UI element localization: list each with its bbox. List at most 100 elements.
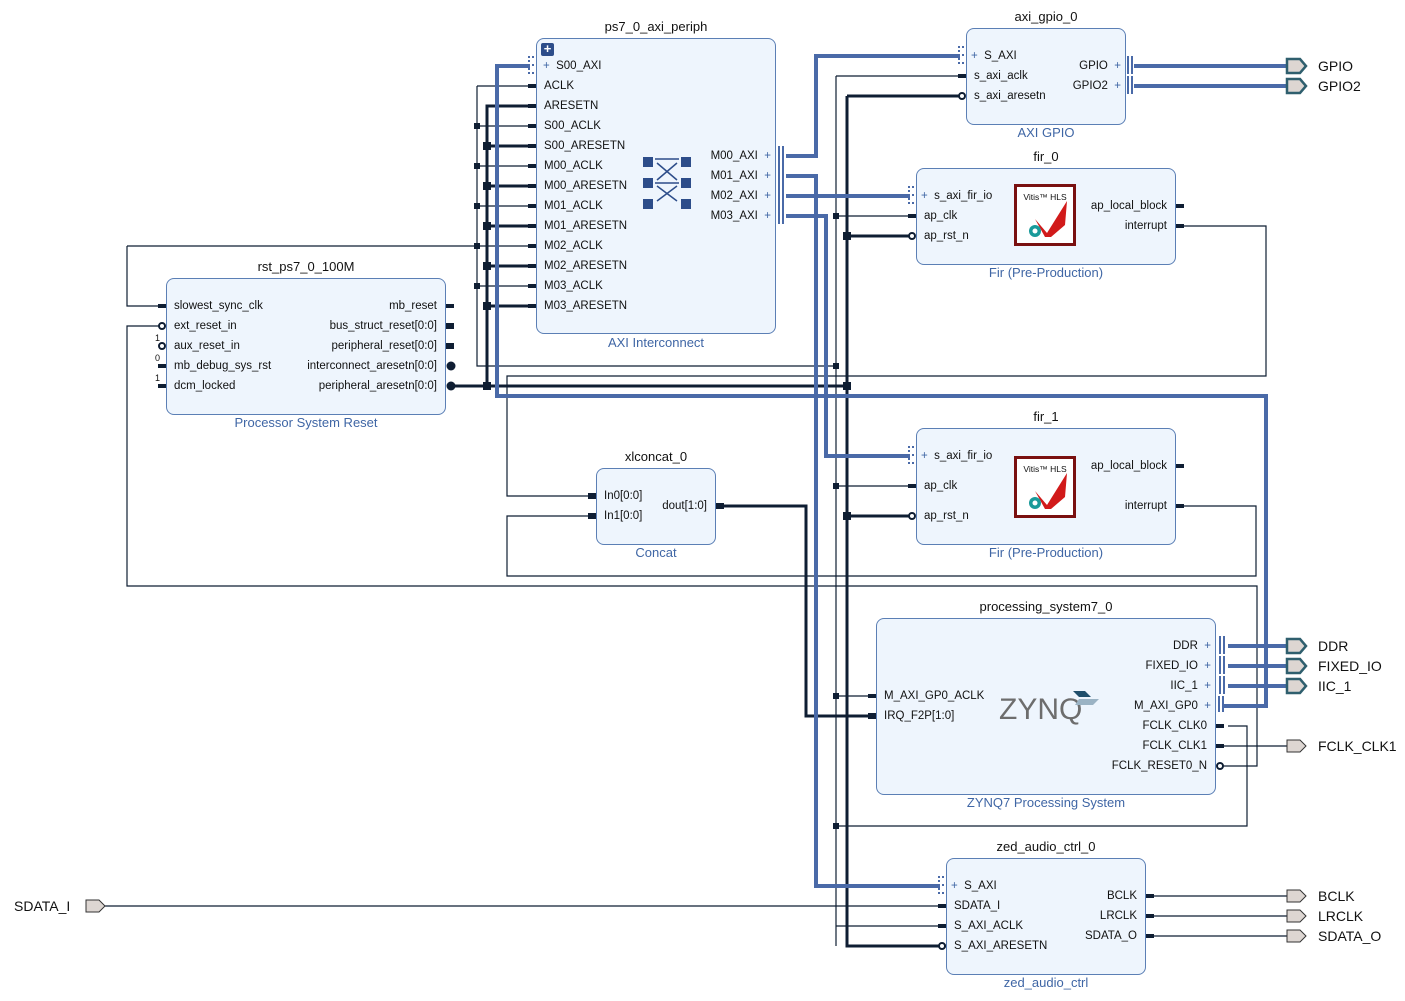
pin-m02-aresetn[interactable]: M02_ARESETN bbox=[544, 260, 628, 272]
pin-m02-aclk[interactable]: M02_ACLK bbox=[544, 240, 603, 252]
pin-s-axi[interactable]: + S_AXI bbox=[951, 880, 997, 892]
pin-dout[interactable]: dout[1:0] bbox=[662, 500, 707, 512]
pin-s-axi-fir-io[interactable]: + s_axi_fir_io bbox=[921, 450, 993, 462]
pin-s00-axi[interactable]: + S00_AXI bbox=[543, 60, 602, 72]
port-shape-ddr[interactable] bbox=[1285, 637, 1308, 655]
pin-s-axi-aresetn[interactable]: S_AXI_ARESETN bbox=[954, 940, 1048, 952]
block-concat[interactable]: In0[0:0] In1[0:0] dout[1:0] bbox=[596, 468, 716, 545]
pin-ddr[interactable]: DDR + bbox=[1172, 640, 1211, 652]
port-fixed-io[interactable]: FIXED_IO bbox=[1318, 658, 1382, 674]
block-fir0[interactable]: + s_axi_fir_io ap_clk ap_rst_n ap_local_… bbox=[916, 168, 1176, 265]
pin-s-axi-fir-io[interactable]: + s_axi_fir_io bbox=[921, 190, 993, 202]
plus-square-icon[interactable]: + bbox=[541, 42, 554, 56]
port-lrclk[interactable]: LRCLK bbox=[1318, 908, 1364, 924]
pin-gpio[interactable]: GPIO + bbox=[1079, 60, 1121, 72]
pin-interconnect-aresetn[interactable]: interconnect_aresetn[0:0] bbox=[307, 360, 437, 372]
block-title-axi-gpio: axi_gpio_0 bbox=[1014, 9, 1078, 24]
pin-s-axi-aclk[interactable]: s_axi_aclk bbox=[974, 70, 1028, 82]
pin-fclk-clk0[interactable]: FCLK_CLK0 bbox=[1142, 720, 1207, 732]
pin-sdata-o[interactable]: SDATA_O bbox=[1085, 930, 1137, 942]
port-sdata-i[interactable]: SDATA_I bbox=[14, 898, 71, 914]
port-gpio2[interactable]: GPIO2 bbox=[1318, 78, 1361, 94]
port-shape-sdata-o[interactable] bbox=[1286, 929, 1307, 943]
port-shape-gpio2[interactable] bbox=[1285, 77, 1308, 95]
pin-fclk-reset0-n[interactable]: FCLK_RESET0_N bbox=[1111, 760, 1207, 772]
pin-irq-f2p[interactable]: IRQ_F2P[1:0] bbox=[884, 710, 955, 722]
pin-s-axi-aclk[interactable]: S_AXI_ACLK bbox=[954, 920, 1024, 932]
block-type-axi-gpio: AXI GPIO bbox=[1017, 125, 1075, 140]
port-fclk-clk1[interactable]: FCLK_CLK1 bbox=[1318, 738, 1397, 754]
port-shape-iic1[interactable] bbox=[1285, 677, 1308, 695]
zynq-logo: ZYNQ bbox=[999, 693, 1083, 726]
block-type-axi-interconnect: AXI Interconnect bbox=[607, 335, 705, 350]
port-sdata-o[interactable]: SDATA_O bbox=[1318, 928, 1382, 944]
block-zed-audio-ctrl[interactable]: + S_AXI SDATA_I S_AXI_ACLK S_AXI_ARESETN… bbox=[946, 858, 1146, 975]
const-aux-reset: 1 bbox=[155, 333, 161, 343]
pin-mb-debug-sys-rst[interactable]: mb_debug_sys_rst bbox=[174, 360, 272, 372]
block-title-rst: rst_ps7_0_100M bbox=[257, 259, 355, 274]
port-iic1[interactable]: IIC_1 bbox=[1318, 678, 1352, 694]
pin-lrclk[interactable]: LRCLK bbox=[1099, 910, 1137, 922]
pin-interrupt[interactable]: interrupt bbox=[1124, 500, 1167, 512]
pin-fclk-clk1[interactable]: FCLK_CLK1 bbox=[1142, 740, 1207, 752]
pin-m03-axi[interactable]: M03_AXI + bbox=[710, 210, 771, 222]
pin-iic-1[interactable]: IIC_1 + bbox=[1170, 680, 1211, 692]
pin-m00-aresetn[interactable]: M00_ARESETN bbox=[544, 180, 628, 192]
pin-ap-rst-n[interactable]: ap_rst_n bbox=[924, 230, 969, 242]
pin-m03-aresetn[interactable]: M03_ARESETN bbox=[544, 300, 628, 312]
junctions bbox=[474, 123, 851, 829]
pin-s00-aclk[interactable]: S00_ACLK bbox=[544, 120, 601, 132]
block-axi-interconnect[interactable]: + + S00_AXI ACLK ARESETN S00_ACLK S00_AR… bbox=[536, 38, 776, 334]
pin-ap-rst-n[interactable]: ap_rst_n bbox=[924, 510, 969, 522]
pin-gpio2[interactable]: GPIO2 + bbox=[1072, 80, 1121, 92]
block-processor-system-reset[interactable]: slowest_sync_clk ext_reset_in aux_reset_… bbox=[166, 278, 446, 415]
pin-m02-axi[interactable]: M02_AXI + bbox=[710, 190, 771, 202]
pin-aclk[interactable]: ACLK bbox=[544, 80, 575, 92]
pin-m03-aclk[interactable]: M03_ACLK bbox=[544, 280, 603, 292]
pin-m-axi-gp0[interactable]: M_AXI_GP0 + bbox=[1133, 700, 1211, 712]
pin-in1[interactable]: In1[0:0] bbox=[604, 510, 643, 522]
block-zynq-ps[interactable]: M_AXI_GP0_ACLK IRQ_F2P[1:0] DDR + FIXED_… bbox=[876, 618, 1216, 795]
port-shape-fixed-io[interactable] bbox=[1285, 657, 1308, 675]
pin-aux-reset-in[interactable]: aux_reset_in bbox=[174, 340, 240, 352]
pin-m00-aclk[interactable]: M00_ACLK bbox=[544, 160, 603, 172]
port-gpio[interactable]: GPIO bbox=[1318, 58, 1354, 74]
port-shape-fclk-clk1[interactable] bbox=[1286, 739, 1307, 753]
block-type-concat: Concat bbox=[635, 545, 677, 560]
pin-in0[interactable]: In0[0:0] bbox=[604, 490, 643, 502]
pin-mb-reset[interactable]: mb_reset bbox=[389, 300, 437, 312]
pin-peripheral-reset[interactable]: peripheral_reset[0:0] bbox=[331, 340, 437, 352]
net-slowest-clk bbox=[126, 246, 166, 307]
port-shape-bclk[interactable] bbox=[1286, 889, 1307, 903]
port-ddr[interactable]: DDR bbox=[1318, 638, 1349, 654]
pin-s-axi[interactable]: + S_AXI bbox=[971, 50, 1017, 62]
block-axi-gpio[interactable]: + S_AXI s_axi_aclk s_axi_aresetn GPIO + … bbox=[966, 28, 1126, 125]
pin-bclk[interactable]: BCLK bbox=[1106, 890, 1137, 902]
port-bclk[interactable]: BCLK bbox=[1318, 888, 1355, 904]
pin-fixed-io[interactable]: FIXED_IO + bbox=[1145, 660, 1211, 672]
pin-ap-clk[interactable]: ap_clk bbox=[924, 210, 958, 222]
pin-peripheral-aresetn[interactable]: peripheral_aresetn[0:0] bbox=[318, 380, 437, 392]
pin-m01-aresetn[interactable]: M01_ARESETN bbox=[544, 220, 628, 232]
pin-s-axi-aresetn[interactable]: s_axi_aresetn bbox=[974, 90, 1046, 102]
port-shape-lrclk[interactable] bbox=[1286, 909, 1307, 923]
pin-ext-reset-in[interactable]: ext_reset_in bbox=[174, 320, 237, 332]
pin-ap-local-block[interactable]: ap_local_block bbox=[1090, 460, 1167, 472]
pin-m00-axi[interactable]: M00_AXI + bbox=[710, 150, 771, 162]
pin-sdata-i[interactable]: SDATA_I bbox=[954, 900, 1001, 912]
pin-m-axi-gp0-aclk[interactable]: M_AXI_GP0_ACLK bbox=[884, 690, 985, 702]
pin-ap-local-block[interactable]: ap_local_block bbox=[1090, 200, 1167, 212]
block-fir1[interactable]: + s_axi_fir_io ap_clk ap_rst_n ap_local_… bbox=[916, 428, 1176, 545]
pin-s00-aresetn[interactable]: S00_ARESETN bbox=[544, 140, 626, 152]
port-shape-sdata-i[interactable] bbox=[85, 899, 106, 913]
pin-m01-aclk[interactable]: M01_ACLK bbox=[544, 200, 603, 212]
port-shape-gpio[interactable] bbox=[1285, 57, 1308, 75]
pin-bus-struct-reset[interactable]: bus_struct_reset[0:0] bbox=[329, 320, 437, 332]
pin-dcm-locked[interactable]: dcm_locked bbox=[174, 380, 236, 392]
pin-slowest-sync-clk[interactable]: slowest_sync_clk bbox=[174, 300, 263, 312]
pin-ap-clk[interactable]: ap_clk bbox=[924, 480, 958, 492]
pin-interrupt[interactable]: interrupt bbox=[1124, 220, 1167, 232]
pin-m01-axi[interactable]: M01_AXI + bbox=[710, 170, 771, 182]
pin-aresetn[interactable]: ARESETN bbox=[544, 100, 599, 112]
